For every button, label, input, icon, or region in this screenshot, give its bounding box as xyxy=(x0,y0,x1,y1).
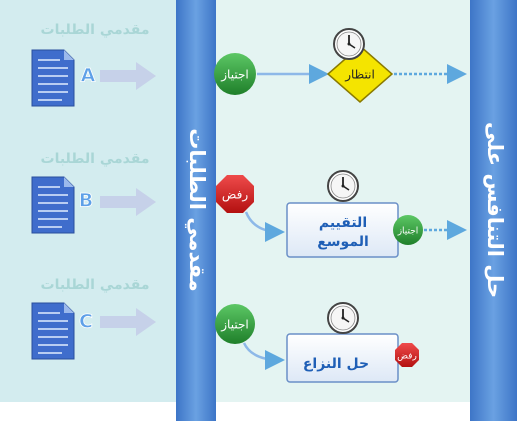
right-bar xyxy=(470,0,517,421)
wait-diamond xyxy=(326,45,394,103)
right-bar-label: حل التنافس على xyxy=(483,122,507,298)
arrow-right-icon xyxy=(100,188,156,216)
document-icon xyxy=(31,49,75,107)
document-icon xyxy=(31,302,75,360)
approve-circle-a xyxy=(214,53,256,95)
reject-octagon-c xyxy=(395,343,419,367)
applicant-label-a: مقدمي الطلبات xyxy=(41,22,150,38)
approve-label-c: اجتياز xyxy=(220,318,248,333)
document-icon xyxy=(31,176,75,234)
left-bar-label: مقدمي الطلبات xyxy=(185,128,209,291)
arrow-right-icon xyxy=(100,62,156,90)
applicant-letter-c: C xyxy=(79,311,93,333)
approve-label-a: اجتياز xyxy=(220,68,248,83)
evaluation-label-line1: التقييم xyxy=(319,215,367,231)
connector-c1 xyxy=(242,342,285,370)
applicant-letter-a: A xyxy=(81,65,96,87)
clock-icon xyxy=(333,28,365,60)
applicant-label-c: مقدمي الطلبات xyxy=(41,277,150,293)
reject-octagon-b xyxy=(216,175,254,213)
reject-label-c: رفض xyxy=(397,352,417,362)
applicant-label-b: مقدمي الطلبات xyxy=(41,151,150,167)
approve-label-b: اجتياز xyxy=(397,227,419,237)
evaluation-label-line2: الموسع xyxy=(317,234,369,250)
reject-label-b: رفض xyxy=(222,188,248,203)
applicant-letter-b: B xyxy=(79,190,93,212)
clock-icon xyxy=(327,170,359,202)
left-bar xyxy=(176,0,216,421)
dispute-label: حل النزاع xyxy=(303,356,369,372)
clock-icon xyxy=(327,302,359,334)
approve-circle-b xyxy=(393,215,423,245)
bottom-edge xyxy=(0,402,517,421)
wait-label: انتظار xyxy=(344,68,375,83)
connector-b1 xyxy=(244,211,285,242)
approve-circle-c xyxy=(215,304,255,344)
arrow-right-icon xyxy=(100,308,156,336)
